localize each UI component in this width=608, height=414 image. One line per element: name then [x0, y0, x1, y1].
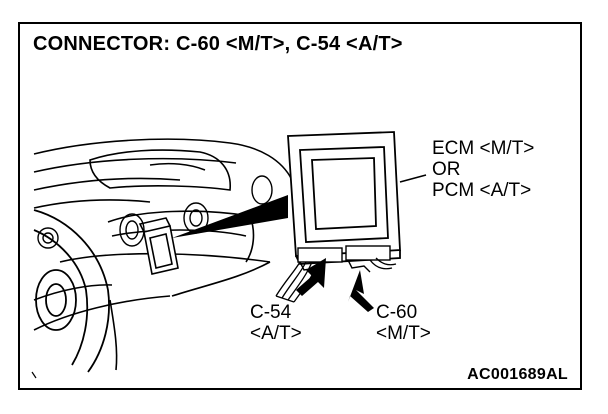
connector-title: CONNECTOR: C-60 <M/T>, C-54 <A/T>	[33, 33, 403, 55]
module-label: ECM <M/T> OR PCM <A/T>	[432, 138, 534, 201]
connector-c54-code: C-54	[250, 302, 292, 323]
module-location	[138, 217, 179, 275]
module-leader-line	[399, 174, 427, 183]
module-label-line1: ECM <M/T>	[432, 138, 535, 159]
pointer-wedge	[172, 195, 288, 238]
connector-c54-variant: <A/T>	[250, 323, 302, 344]
figure-code: AC001689AL	[467, 366, 568, 383]
module-label-line2: OR	[432, 159, 461, 180]
steering-wheel	[33, 209, 110, 373]
arrow-c60	[348, 270, 374, 312]
connector-c60-label: C-60 <M/T>	[376, 302, 431, 344]
ecm-module	[287, 131, 401, 265]
connector-c60-code: C-60	[376, 302, 418, 323]
connector-arrows	[296, 258, 374, 312]
wire-harness	[275, 257, 397, 303]
module-label-line3: PCM <A/T>	[432, 180, 532, 201]
corner-tick	[31, 371, 37, 379]
connector-c60-variant: <M/T>	[376, 323, 431, 344]
arrow-c54	[296, 258, 326, 296]
connector-c54-label: C-54 <A/T>	[250, 302, 302, 344]
dashboard-outline	[33, 138, 293, 371]
